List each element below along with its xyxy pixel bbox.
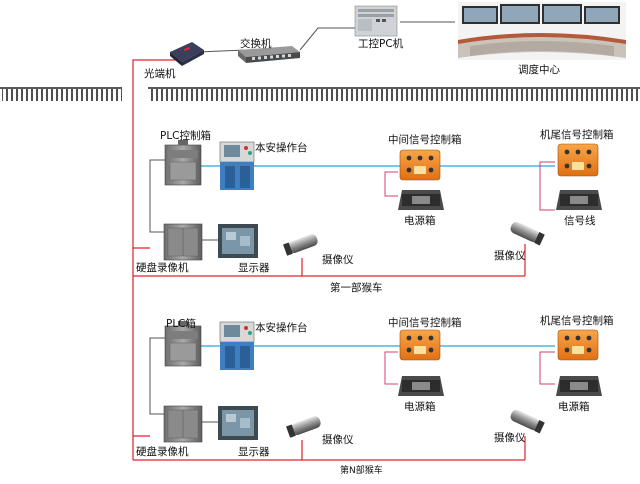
section1-tail-signal-box-label: 机尾信号控制箱 (540, 129, 614, 141)
section1-wiring (149, 159, 555, 241)
section2-camera-1-label: 摄像仪 (322, 434, 354, 446)
section1-tail-signal-box (557, 143, 599, 177)
section1-dvr-label: 硬盘录像机 (136, 262, 189, 274)
section2-tail-signal-box-label: 机尾信号控制箱 (540, 315, 614, 327)
section2-middle-signal-box (399, 329, 441, 361)
section1-display-label: 显示器 (238, 262, 270, 274)
section1-camera-2-label: 摄像仪 (494, 250, 526, 262)
section1-middle-signal-box-label: 中间信号控制箱 (388, 134, 462, 146)
section1-tail-power-box (556, 190, 602, 210)
switch-label: 交换机 (240, 38, 272, 50)
section1-camera-1 (283, 234, 318, 256)
section2-camera-2 (510, 409, 545, 434)
section2-wiring (149, 337, 555, 423)
fiber-trunk (132, 59, 526, 461)
section2-middle-signal-box-label: 中间信号控制箱 (388, 317, 462, 329)
section2-dvr-label: 硬盘录像机 (136, 446, 189, 458)
ground-surface-right (148, 87, 640, 101)
section2-middle-power-box (398, 376, 444, 396)
section2-display (218, 406, 258, 440)
dispatch-center-console (458, 2, 626, 60)
section2-tail-power-box-label: 电源箱 (558, 401, 590, 413)
section1-local-console-label: 本安操作台 (255, 142, 308, 154)
optical-terminal-label: 光端机 (144, 68, 176, 80)
section2-dvr (163, 405, 203, 443)
section2-plc-box (164, 321, 202, 367)
industrial-pc-label: 工控PC机 (358, 38, 404, 50)
section2-title: 第N部猴车 (340, 466, 383, 476)
switch-device (238, 46, 300, 63)
section2-display-label: 显示器 (238, 446, 270, 458)
section1-dvr (163, 223, 203, 261)
section2-local-console (219, 321, 255, 370)
section1-signal-line-label: 信号线 (564, 215, 596, 227)
section1-camera-1-label: 摄像仪 (322, 254, 354, 266)
section2-camera-2-label: 摄像仪 (494, 432, 526, 444)
section1-plc-box (164, 140, 202, 186)
section1-middle-signal-box (399, 149, 441, 181)
section1-camera-2 (510, 221, 545, 246)
dispatch-center-label: 调度中心 (518, 64, 560, 76)
industrial-pc-device (354, 5, 398, 37)
section1-local-console (219, 141, 255, 190)
ethernet-links (197, 21, 455, 53)
section1-plc-box-label: PLC控制箱 (160, 130, 212, 142)
section2-tail-signal-box (557, 329, 599, 361)
section1-title: 第一部猴车 (330, 282, 383, 294)
section2-plc-box-label: PLC箱 (166, 318, 197, 330)
section2-camera-1 (286, 416, 321, 438)
ground-surface-left (0, 87, 122, 101)
section1-display (218, 224, 258, 258)
section1-power-box-label: 电源箱 (404, 215, 436, 227)
section2-tail-power-box (556, 376, 602, 396)
optical-terminal-device (170, 42, 204, 66)
section1-middle-power-box (398, 190, 444, 210)
section2-local-console-label: 本安操作台 (255, 322, 308, 334)
section2-middle-power-box-label: 电源箱 (404, 401, 436, 413)
